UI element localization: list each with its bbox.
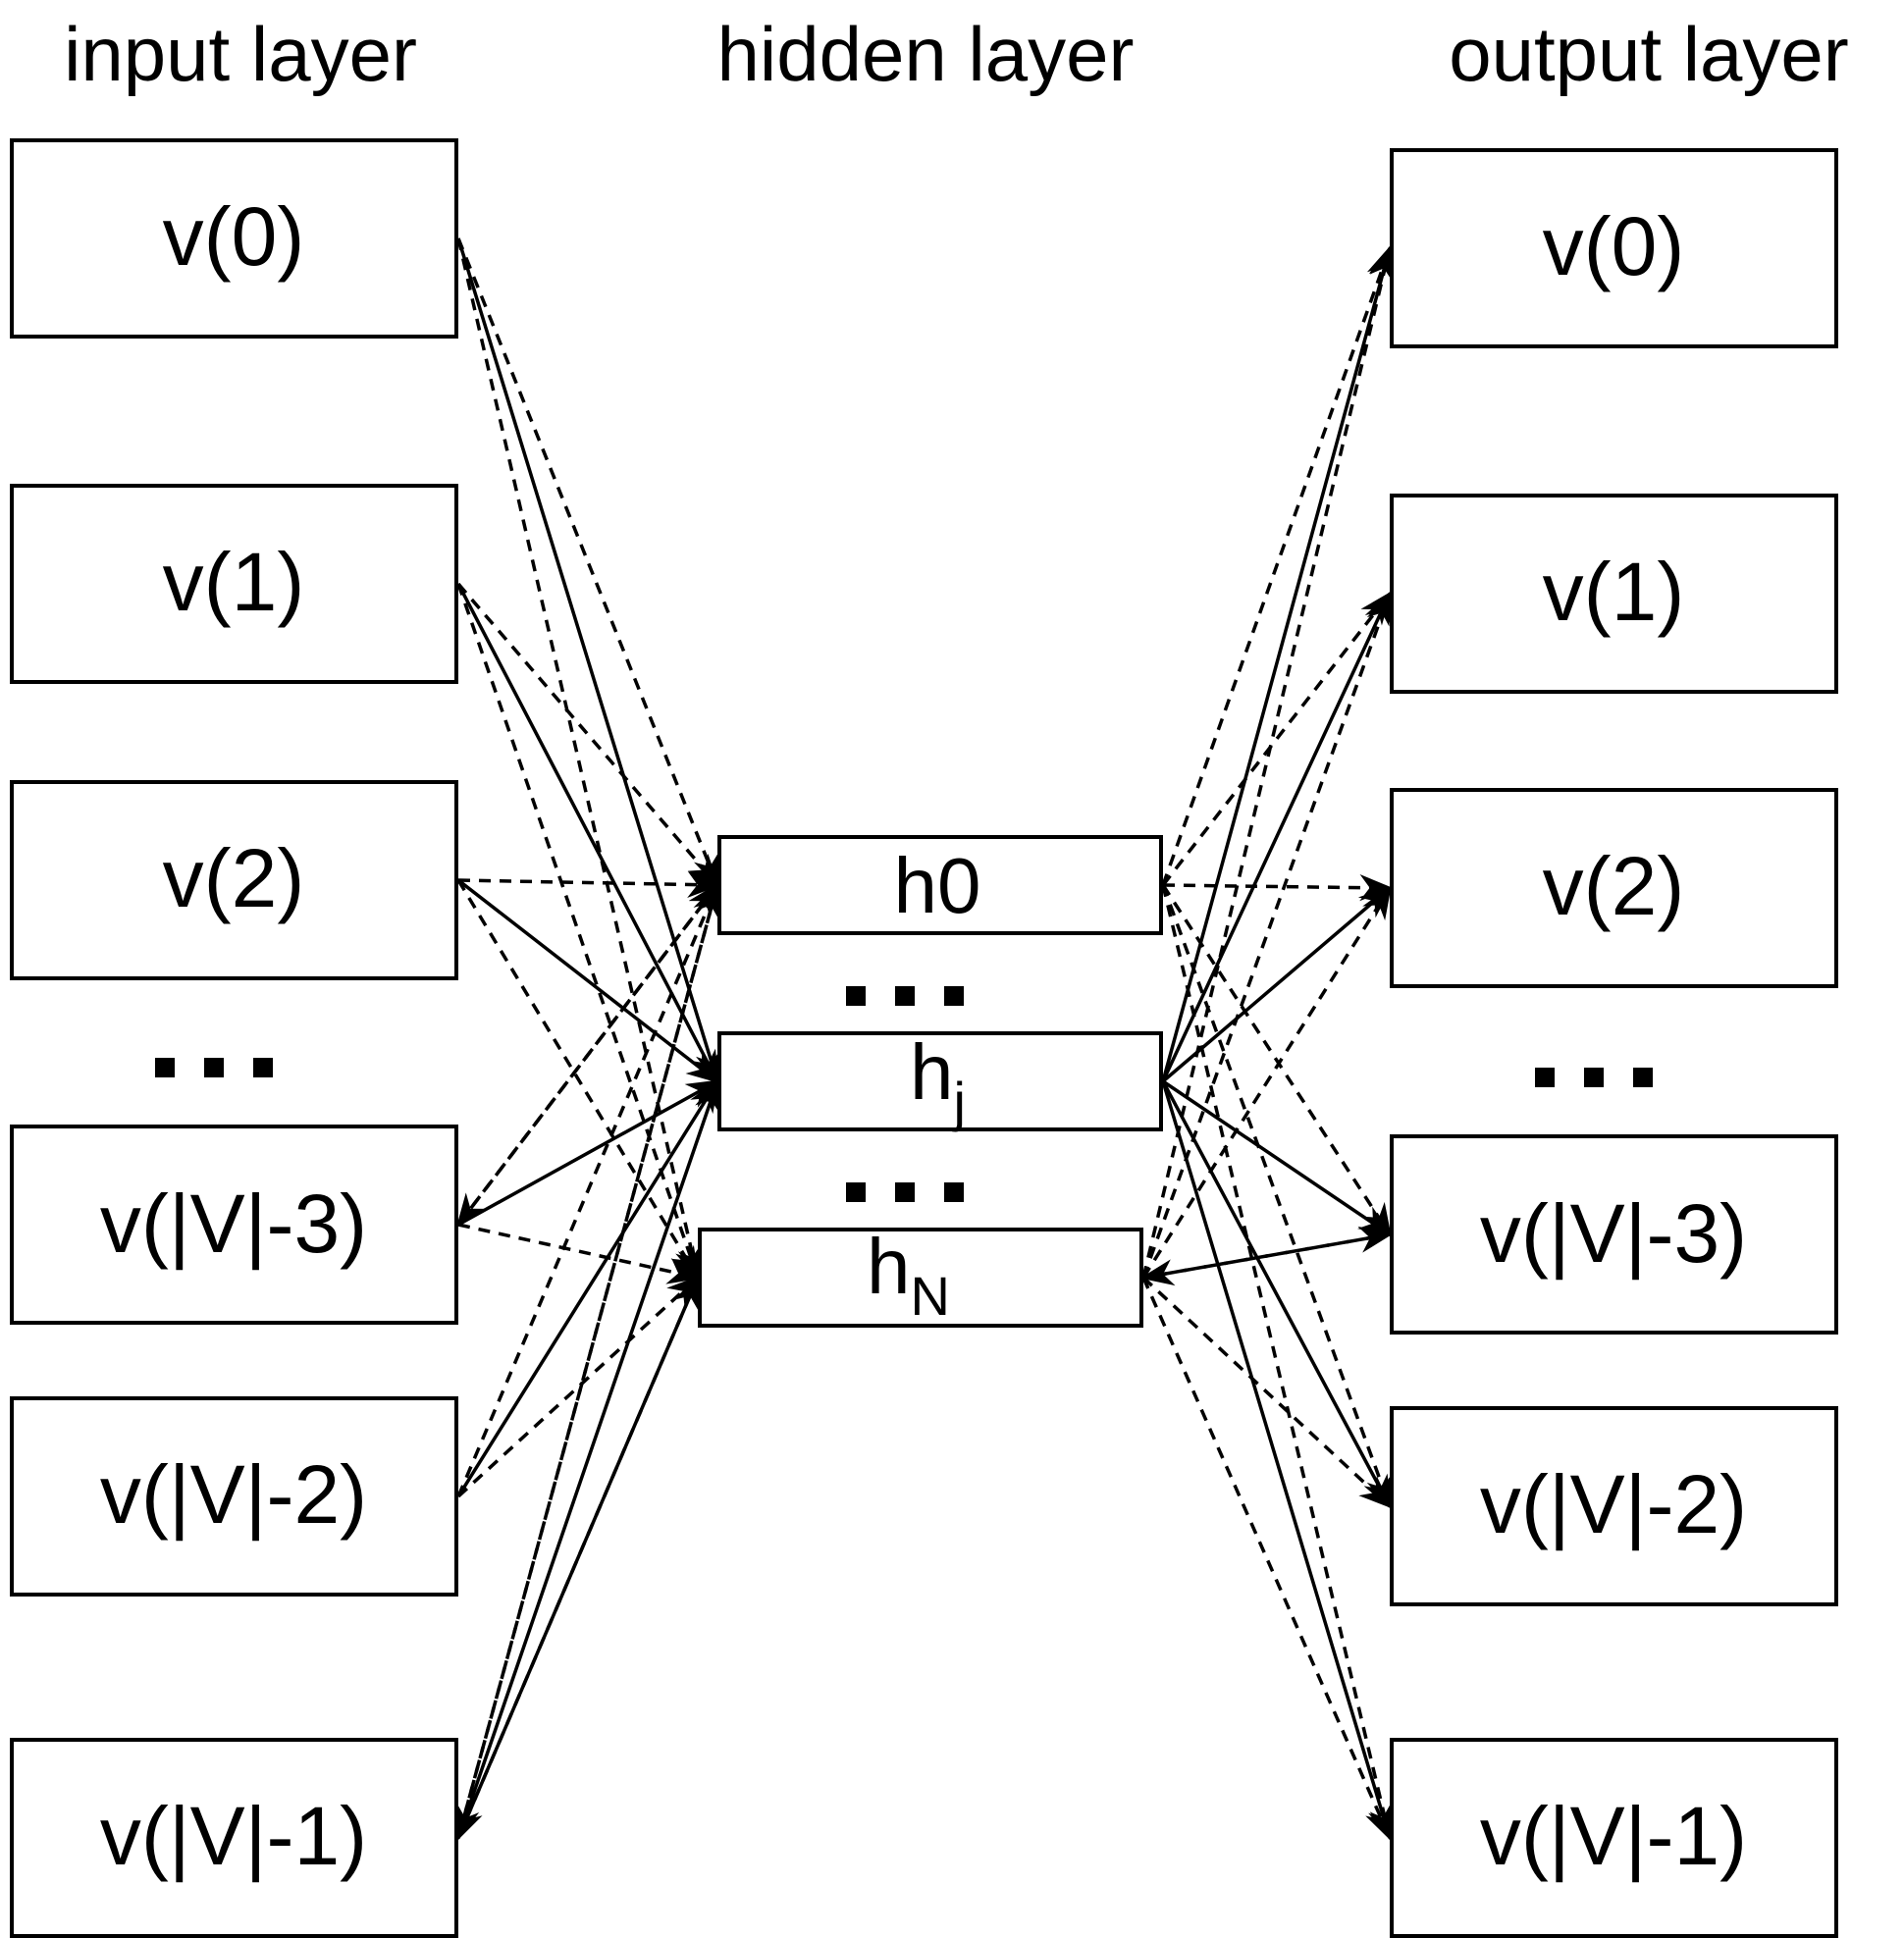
input-node-3: v(|V|-3): [10, 1125, 458, 1325]
input-node-label: v(|V|-1): [100, 1790, 367, 1882]
output-node-3: v(|V|-3): [1390, 1134, 1838, 1335]
edge-hN-to-input-5: [456, 1277, 700, 1842]
input-layer-title: input layer: [64, 11, 417, 97]
hidden-ellipsis-lower: [846, 1182, 964, 1202]
edge-input-4-to-hN: [456, 1275, 701, 1498]
output-node-label: v(1): [1543, 546, 1685, 638]
input-node-4: v(|V|-2): [10, 1396, 458, 1597]
edge-hN-to-output-4: [1141, 1276, 1393, 1509]
input-node-2: v(2): [10, 780, 458, 980]
hidden-node-hN: hN: [698, 1223, 1143, 1328]
input-node-label: v(|V|-2): [100, 1448, 367, 1541]
edge-input-0-to-hN: [456, 237, 705, 1282]
edge-h0-to-output-4: [1161, 884, 1393, 1510]
edge-input-1-to-hj: [456, 583, 719, 1085]
input-ellipsis: [155, 1058, 273, 1077]
hidden-node-h0: h0: [717, 835, 1163, 935]
input-node-5: v(|V|-1): [10, 1738, 458, 1938]
edge-hj-to-output-4: [1161, 1080, 1392, 1509]
output-node-4: v(|V|-2): [1390, 1406, 1838, 1606]
output-node-1: v(1): [1390, 494, 1838, 694]
edge-h0-to-output-2: [1162, 874, 1394, 902]
input-node-label: v(|V|-3): [100, 1178, 367, 1270]
edge-input-4-to-hj: [456, 1078, 719, 1497]
output-node-0: v(0): [1390, 148, 1838, 348]
output-node-label: v(|V|-3): [1480, 1187, 1747, 1280]
connection-edges: [452, 237, 1397, 1842]
edge-input-0-to-h0: [456, 237, 719, 889]
edge-input-2-to-hN: [456, 879, 700, 1281]
output-ellipsis: [1535, 1068, 1653, 1087]
hidden-node-label: hj: [910, 1028, 966, 1132]
output-node-5: v(|V|-1): [1390, 1738, 1838, 1938]
output-node-label: v(0): [1543, 200, 1685, 292]
hidden-node-hj: hj: [717, 1028, 1163, 1132]
hidden-layer-title: hidden layer: [717, 11, 1135, 97]
edge-h0-to-input-3: [455, 883, 719, 1228]
output-node-2: v(2): [1390, 788, 1838, 988]
edge-h0-to-output-0: [1161, 244, 1393, 886]
input-node-label: v(2): [163, 832, 305, 924]
edge-input-3-to-hN: [457, 1223, 702, 1284]
input-node-0: v(0): [10, 138, 458, 339]
edge-input-4-to-h0: [456, 881, 719, 1497]
input-node-1: v(1): [10, 484, 458, 684]
edge-hj-to-output-1: [1161, 590, 1392, 1082]
hidden-node-label: h0: [894, 842, 981, 929]
input-node-label: v(0): [163, 190, 305, 283]
output-node-label: v(|V|-2): [1480, 1458, 1747, 1550]
edge-h0-to-output-5: [1161, 884, 1397, 1842]
input-node-label: v(1): [163, 536, 305, 628]
edge-hN-to-output-0: [1141, 244, 1397, 1279]
output-layer-title: output layer: [1449, 11, 1849, 97]
edge-output-3-to-hN: [1139, 1232, 1391, 1286]
edge-input-1-to-h0: [456, 582, 720, 888]
edge-hN-to-output-2: [1141, 885, 1392, 1279]
edge-input-1-to-hN: [456, 583, 701, 1282]
output-node-label: v(2): [1543, 840, 1685, 932]
edge-hj-to-output-3: [1162, 1079, 1393, 1236]
hidden-ellipsis-upper: [846, 986, 964, 1006]
edge-hj-to-output-5: [1161, 1080, 1395, 1842]
hidden-node-label: hN: [867, 1223, 950, 1327]
edge-input-3-to-hj: [457, 1079, 720, 1227]
edge-input-5-to-hj: [456, 1077, 720, 1839]
output-node-label: v(|V|-1): [1480, 1790, 1747, 1882]
edge-input-2-to-h0: [457, 870, 721, 899]
edge-hN-to-output-1: [1141, 590, 1393, 1279]
edge-h0-to-output-3: [1161, 884, 1392, 1237]
edge-hN-to-output-5: [1141, 1277, 1392, 1842]
